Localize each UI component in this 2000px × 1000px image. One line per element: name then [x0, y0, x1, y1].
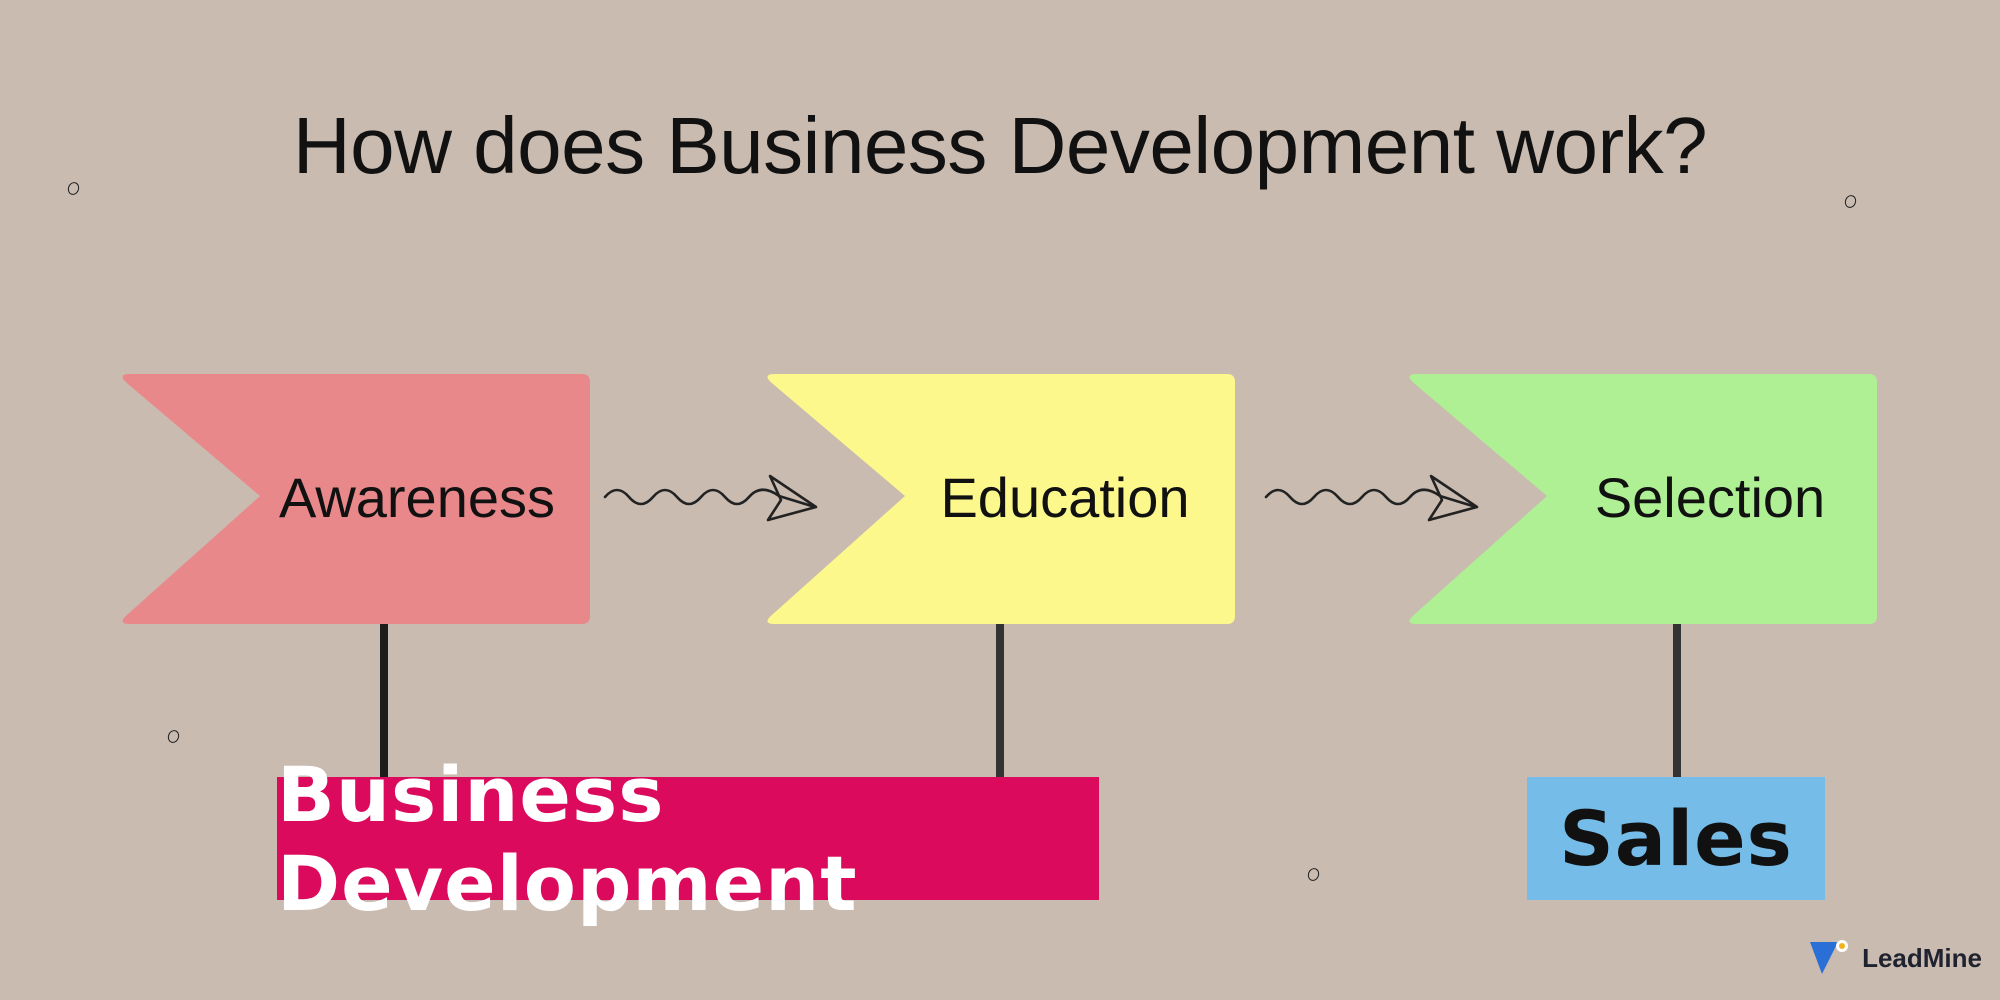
business-development-box: Business Development	[277, 750, 1099, 928]
stage-label-education: Education	[940, 466, 1190, 529]
stage-label-selection: Selection	[1594, 466, 1826, 529]
brand-name: LeadMine	[1862, 942, 1982, 973]
education-flag	[767, 374, 1235, 624]
sales-box: Sales	[1527, 777, 1825, 900]
selection-flag	[1409, 374, 1877, 624]
awareness-flag	[122, 374, 590, 624]
business-development-label: Business Development	[277, 749, 858, 928]
stage-label-awareness: Awareness	[278, 466, 555, 529]
squiggle-arrow-1	[603, 474, 818, 522]
sales-label: Sales	[1559, 794, 1793, 883]
page-title: How does Business Development work?	[292, 101, 1708, 190]
squiggle-arrow-2	[1264, 474, 1479, 522]
brand-logo: LeadMine	[1808, 938, 1982, 978]
leadmine-logo-icon	[1810, 940, 1849, 974]
